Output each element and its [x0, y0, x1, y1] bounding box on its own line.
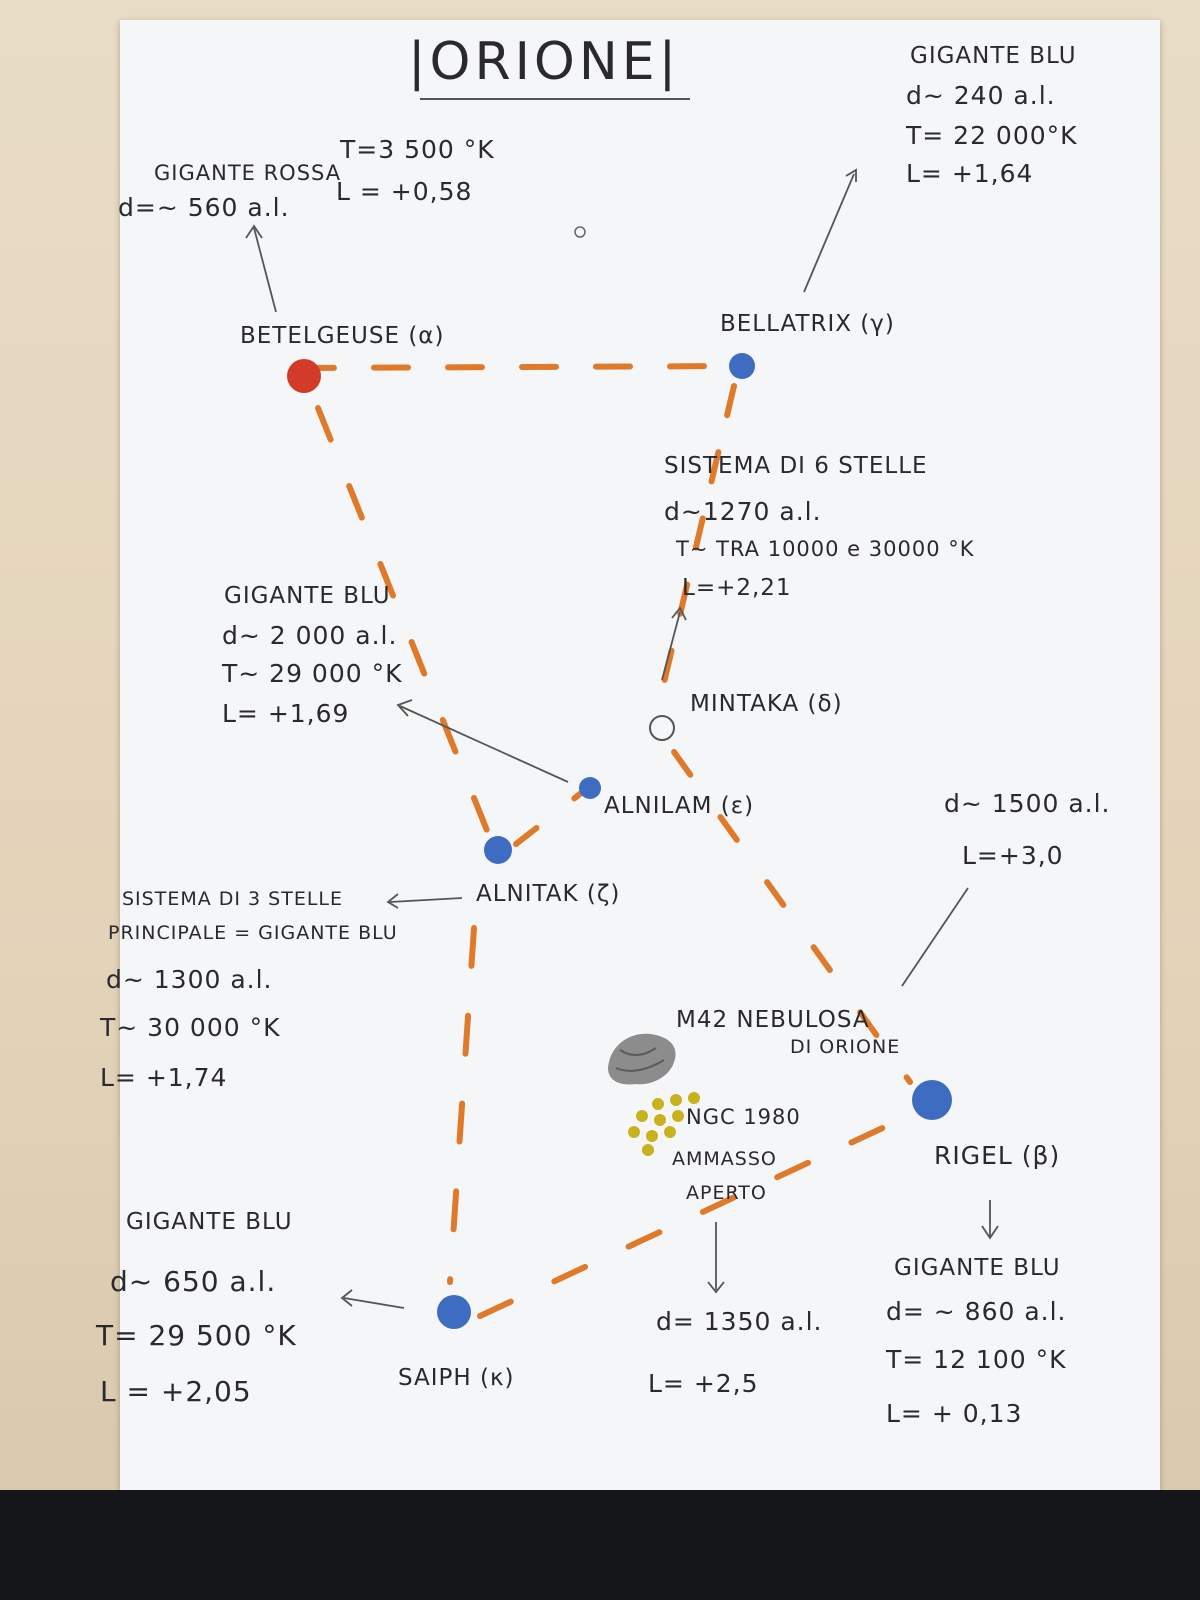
mintaka-distance: d~1270 a.l. [664, 497, 822, 526]
ngc1980-cluster-icon [628, 1092, 700, 1156]
paper-sheet [120, 20, 1160, 1490]
m42-label-line2: DI ORIONE [790, 1036, 901, 1058]
rigel-type: GIGANTE BLU [894, 1255, 1061, 1281]
mintaka-luminosity: L=+2,21 [682, 575, 792, 601]
rigel-temperature: T= 12 100 °K [886, 1345, 1067, 1374]
star-betelgeuse [287, 359, 321, 393]
rigel-distance: d= ~ 860 a.l. [886, 1297, 1067, 1326]
alnilam-distance: d~ 2 000 a.l. [222, 621, 398, 650]
arrow-alnitak [389, 897, 463, 903]
star-rigel [912, 1080, 952, 1120]
arrow-mintaka [661, 611, 681, 681]
arrow-bellatrix [803, 173, 855, 293]
m42-luminosity: L=+3,0 [962, 841, 1064, 870]
alnitak-luminosity: L= +1,74 [100, 1063, 228, 1092]
alnitak-type-detail: PRINCIPALE = GIGANTE BLU [108, 922, 398, 944]
arrow-m42 [901, 887, 969, 987]
m42-distance: d~ 1500 a.l. [944, 789, 1111, 818]
star-saiph [437, 1295, 471, 1329]
title-underline [420, 98, 690, 100]
rigel-luminosity: L= + 0,13 [886, 1399, 1023, 1428]
saiph-label: SAIPH (κ) [398, 1365, 515, 1391]
saiph-temperature: T= 29 500 °K [96, 1319, 297, 1352]
alnilam-luminosity: L= +1,69 [222, 699, 350, 728]
saiph-distance: d~ 650 a.l. [110, 1265, 277, 1298]
small-star-dot [574, 226, 586, 238]
saiph-type: GIGANTE BLU [126, 1209, 293, 1235]
ngc1980-distance: d= 1350 a.l. [656, 1307, 823, 1336]
ngc1980-label: NGC 1980 [686, 1105, 801, 1129]
dash-line-betelgeuse-bellatrix [297, 363, 745, 371]
mintaka-type: SISTEMA DI 6 STELLE [664, 453, 928, 479]
betelgeuse-type: GIGANTE ROSSA [154, 161, 342, 185]
bellatrix-label: BELLATRIX (γ) [720, 311, 895, 337]
bellatrix-distance: d~ 240 a.l. [906, 81, 1056, 110]
page-title: |ORIONE| [408, 32, 681, 92]
alnilam-label: ALNILAM (ε) [604, 793, 755, 819]
ngc1980-luminosity: L= +2,5 [648, 1369, 759, 1398]
star-alnilam [579, 777, 601, 799]
arrow-betelgeuse [253, 227, 277, 313]
dash-line-alnitak-alnilam [513, 755, 629, 847]
star-bellatrix [729, 353, 755, 379]
saiph-luminosity: L = +2,05 [100, 1375, 252, 1408]
bellatrix-temperature: T= 22 000°K [906, 121, 1078, 150]
dash-line-bellatrix-mintaka [655, 383, 737, 711]
alnilam-temperature: T~ 29 000 °K [222, 659, 403, 688]
dash-line-alnitak-saiph [447, 925, 477, 1285]
star-mintaka [649, 715, 675, 741]
m42-nebula-icon [608, 1033, 676, 1085]
arrow-saiph [343, 1297, 405, 1309]
alnitak-label: ALNITAK (ζ) [476, 881, 621, 907]
mintaka-temperature: T~ TRA 10000 e 30000 °K [676, 537, 975, 561]
dash-line-mintaka-rigel [671, 749, 913, 1085]
arrow-alnilam [399, 705, 569, 783]
star-alnitak [484, 836, 512, 864]
m42-label: M42 NEBULOSA [676, 1007, 870, 1033]
bellatrix-luminosity: L= +1,64 [906, 159, 1034, 188]
alnitak-type: SISTEMA DI 3 STELLE [122, 888, 344, 910]
alnitak-distance: d~ 1300 a.l. [106, 965, 273, 994]
rigel-label: RIGEL (β) [934, 1141, 1061, 1170]
betelgeuse-temperature: T=3 500 °K [340, 135, 495, 164]
mintaka-label: MINTAKA (δ) [690, 691, 843, 717]
betelgeuse-luminosity: L = +0,58 [336, 177, 473, 206]
ngc1980-label-line3: APERTO [686, 1182, 767, 1204]
background-floor [0, 1490, 1200, 1600]
alnitak-temperature: T~ 30 000 °K [100, 1013, 281, 1042]
betelgeuse-distance: d=~ 560 a.l. [118, 193, 290, 222]
bellatrix-type: GIGANTE BLU [910, 43, 1077, 69]
betelgeuse-label: BETELGEUSE (α) [240, 323, 445, 349]
ngc1980-label-line2: AMMASSO [672, 1148, 777, 1170]
alnilam-type: GIGANTE BLU [224, 583, 391, 609]
